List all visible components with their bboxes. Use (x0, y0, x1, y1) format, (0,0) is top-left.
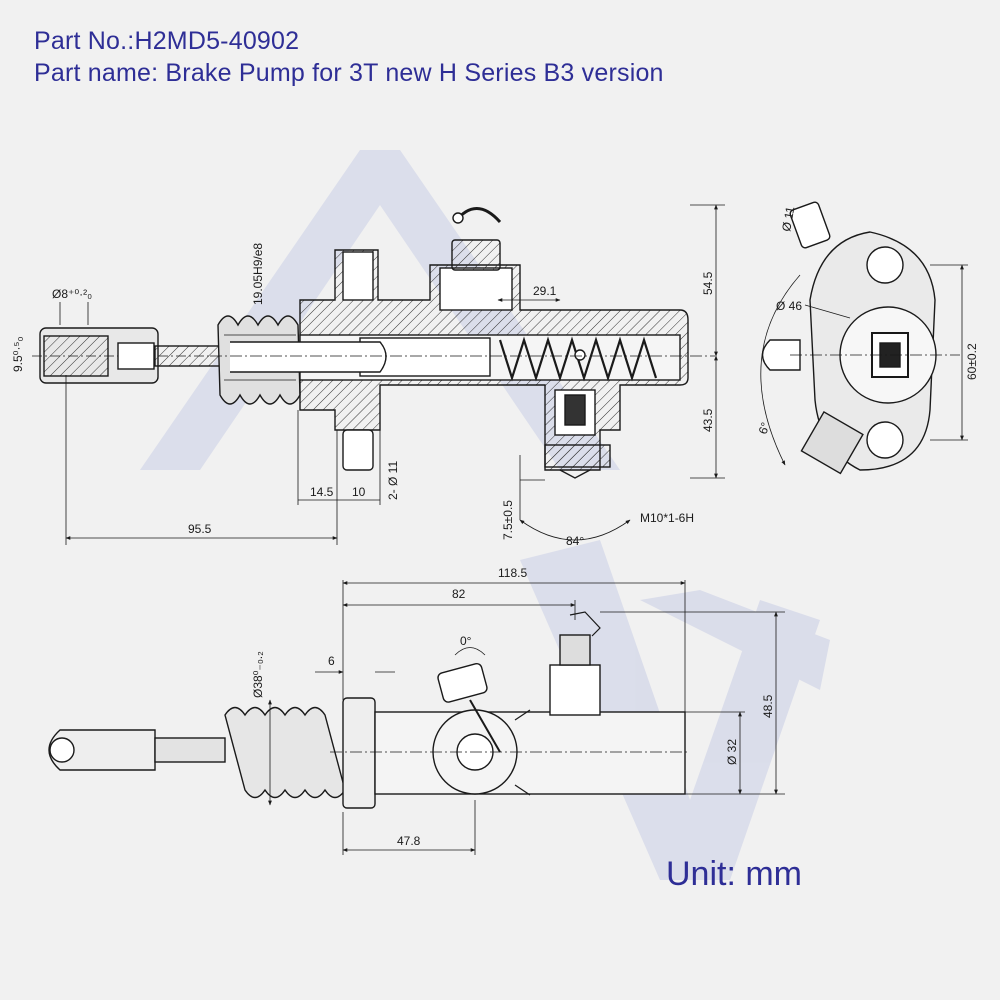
dim-82: 82 (452, 587, 466, 601)
external-view (48, 580, 785, 855)
dim-14-5: 14.5 (310, 485, 334, 499)
dim-diam-32: Ø 32 (725, 739, 739, 765)
dim-47-8: 47.8 (397, 834, 421, 848)
part-number: Part No.:H2MD5-40902 (34, 27, 300, 55)
end-view (760, 201, 968, 475)
dim-10: 10 (352, 485, 366, 499)
dim-fit: 19.05H9/e8 (251, 243, 265, 305)
dim-43-5: 43.5 (701, 408, 715, 432)
dim-angle-0: 0° (460, 634, 472, 648)
dim-thread: M10*1-6H (640, 511, 694, 525)
dim-29-1: 29.1 (533, 284, 557, 298)
dim-95-5: 95.5 (188, 522, 212, 536)
dim-118-5: 118.5 (498, 566, 527, 580)
unit-label: Unit: mm (666, 855, 802, 893)
dim-6: 6 (328, 654, 335, 668)
dim-rod-width: 9.5⁰·⁵₀ (11, 337, 25, 372)
dim-holes: 2- Ø 11 (386, 461, 400, 500)
dimension-labels: Ø8⁺⁰·²₀ 9.5⁰·⁵₀ 19.05H9/e8 29.1 54.5 43.… (11, 205, 979, 848)
dim-diam-38: Ø38⁰₋₀.₂ (251, 651, 265, 698)
pump-body-external (374, 711, 686, 795)
dim-angle-84: 84° (566, 534, 584, 548)
dim-bore: Ø8⁺⁰·²₀ (52, 287, 92, 301)
dim-angle-6: 6° (756, 420, 773, 436)
dim-height-60: 60±0.2 (965, 343, 979, 380)
dim-7-5: 7.5±0.5 (501, 500, 515, 540)
dim-side-hole: Ø 11 (779, 205, 797, 232)
dim-side-diam: Ø 46 (776, 299, 802, 313)
dim-54-5: 54.5 (701, 271, 715, 295)
part-name: Part name: Brake Pump for 3T new H Serie… (34, 59, 664, 87)
dust-boot-external (224, 706, 346, 799)
dim-48-5: 48.5 (761, 694, 775, 718)
section-view (32, 204, 725, 545)
